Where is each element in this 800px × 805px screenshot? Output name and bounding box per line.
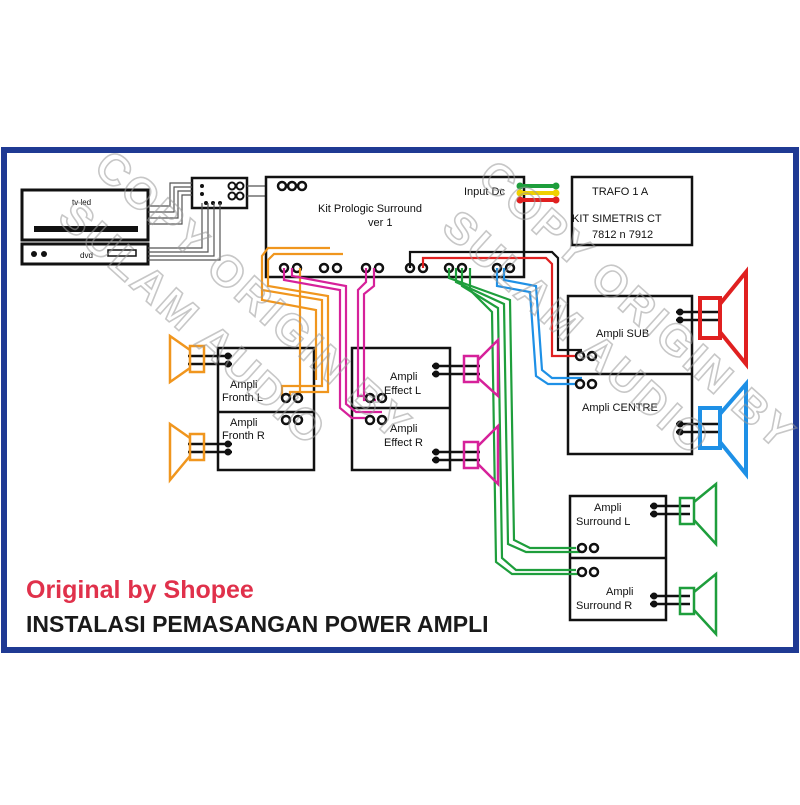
diagram-title: INSTALASI PEMASANGAN POWER AMPLI [26,611,489,637]
tv-led-label: tv led [72,198,91,207]
dvd-label: dvd [80,251,93,260]
speaker-fronth-r-icon [168,421,206,484]
surround-r-label-2: Surround R [576,600,632,612]
fronth-r-label-1: Ampli [230,417,258,429]
kit-prologic-board: Kit Prologic Surround ver 1 Input Dc [264,175,526,279]
trafo-title: TRAFO 1 A [592,186,649,198]
surround-l-label-1: Ampli [594,502,622,514]
speaker-effect-l-icon [462,336,500,399]
surround-r-label-1: Ampli [606,586,634,598]
speaker-surround-l-icon [678,481,718,548]
speaker-sub-icon [698,266,748,370]
fronth-l-label-1: Ampli [230,379,258,391]
fronth-l-label-2: Fronth L [222,392,263,404]
effect-r-label-1: Ampli [390,423,418,435]
dc-wires [516,182,560,204]
speaker-effect-r-icon [462,422,500,488]
input-dc-label: Input Dc [464,186,505,198]
effect-l-label-2: Effect L [384,385,421,397]
amp-input-jacks [280,350,600,578]
tv-dvd-unit: tv led dvd [20,188,150,266]
brand-caption: Original by Shopee [26,576,254,604]
ampli-fronth-box: Ampli Fronth L Ampli Fronth R [216,346,316,472]
speaker-terminals [224,308,684,608]
ampli-surround-box: Ampli Surround L Ampli Surround R [568,494,668,622]
trafo-box: TRAFO 1 A KIT SIMETRIS CT 7812 n 7912 [570,175,694,247]
green-signal-wires [447,268,580,576]
fronth-r-label-2: Fronth R [222,430,265,442]
ampli-sub-centre-box: Ampli SUB Ampli CENTRE [566,294,694,456]
blue-signal-wires [495,268,582,386]
kit-title: Kit Prologic Surround [318,203,422,215]
trafo-line2: 7812 n 7912 [592,229,653,241]
speaker-fronth-l-icon [168,333,206,385]
centre-label: Ampli CENTRE [582,402,658,414]
sub-signal-wires [408,250,582,358]
speaker-centre-icon [698,378,748,480]
av-cables [148,182,268,261]
sub-label: Ampli SUB [596,328,649,340]
effect-r-label-2: Effect R [384,437,423,449]
effect-l-label-1: Ampli [390,371,418,383]
kit-subtitle: ver 1 [368,217,392,229]
surround-l-label-2: Surround L [576,516,630,528]
orange-signal-wires [260,246,343,398]
speaker-surround-r-icon [678,571,718,638]
trafo-line1: KIT SIMETRIS CT [572,213,662,225]
